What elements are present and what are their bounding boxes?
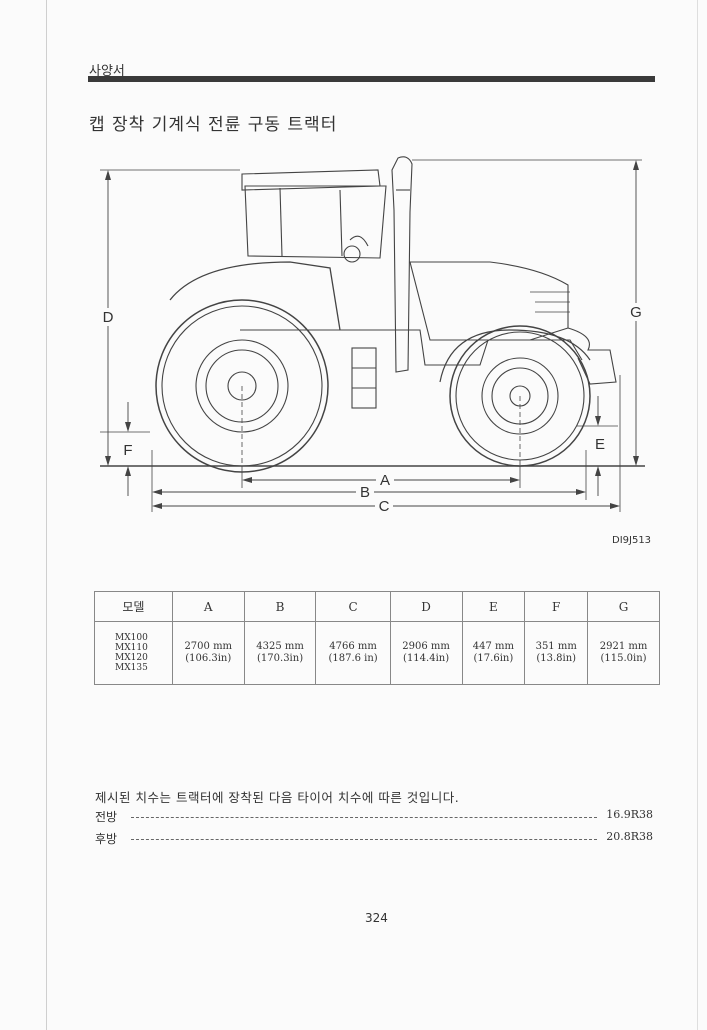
tire-label: 전방 [95,810,118,824]
leader-line [131,817,597,818]
exhaust-stack [391,156,413,373]
value-in: (115.0in) [600,653,647,664]
value-mm: 2906 mm [402,641,450,652]
dimension-cell-b: 4325 mm(170.3in) [243,621,317,685]
table-header: B [243,591,317,622]
table-row: MX100 MX110 MX120 MX135 2700 mm(106.3in)… [94,621,660,685]
page-edge-line [697,0,698,1030]
tire-value: 16.9R38 [606,808,653,821]
value-mm: 2700 mm [184,641,233,652]
dimension-cell-e: 447 mm(17.6in) [461,621,526,685]
value-mm: 4325 mm [256,641,304,652]
tractor-cab [244,185,387,259]
dim-label-d: D [103,309,114,326]
page-title: 캡 장착 기계식 전륜 구동 트랙터 [89,115,338,135]
binding-edge-line [46,0,47,1030]
model-name: MX135 [115,663,148,673]
cab-steps [351,347,377,409]
dimension-cell-g: 2921 mm(115.0in) [587,621,660,685]
model-name: MX110 [115,643,148,653]
tire-row-rear: 후방 20.8R38 [95,830,653,848]
tire-label: 후방 [95,832,118,846]
dimension-cell-a: 2700 mm(106.3in) [171,621,245,685]
tire-row-front: 전방 16.9R38 [95,808,653,826]
value-mm: 4766 mm [329,641,377,652]
dim-label-e: E [595,436,605,453]
dim-label-g: G [630,304,642,321]
model-name: MX120 [115,653,148,663]
dim-label-a: A [380,472,390,489]
value-in: (187.6 in) [328,653,378,664]
value-mm: 2921 mm [599,641,648,652]
rear-fender [169,261,341,331]
table-header-row: 모델 A B C D E F G [94,591,660,622]
table-header: E [461,591,526,622]
value-in: (114.4in) [403,653,450,664]
dim-label-b: B [360,484,370,501]
dim-label-f: F [123,442,132,459]
table-header: G [587,591,660,622]
front-fender [439,329,591,383]
model-list-cell: MX100 MX110 MX120 MX135 [94,621,173,685]
header-bar [88,76,655,82]
value-mm: 447 mm [472,641,515,652]
model-name: MX100 [115,633,148,643]
table-header: C [315,591,391,622]
table-header: A [171,591,245,622]
leader-line [131,839,597,840]
table-header: F [524,591,589,622]
value-in: (170.3in) [257,653,304,664]
dimension-cell-d: 2906 mm(114.4in) [389,621,463,685]
tire-note: 제시된 치수는 트랙터에 장착된 다음 타이어 치수에 따른 것입니다. [95,790,460,805]
value-mm: 351 mm [535,641,577,652]
tire-value: 20.8R38 [606,830,653,843]
table-header: 모델 [94,591,173,622]
dimension-table: 모델 A B C D E F G MX100 MX110 MX120 MX135… [94,591,660,685]
tractor-hood [409,261,569,341]
page-number: 324 [365,911,388,925]
value-in: (17.6in) [473,653,514,664]
value-in: (13.8in) [536,653,577,664]
dimension-cell-f: 351 mm(13.8in) [524,621,589,685]
tractor-chassis [240,329,583,366]
figure-code: DI9J513 [612,535,652,546]
section-label: 사양서 [89,64,125,79]
table-header: D [389,591,463,622]
value-in: (106.3in) [185,653,232,664]
dimension-cell-c: 4766 mm(187.6 in) [315,621,391,685]
tractor-dimension-drawing: D G F E A B C [99,156,645,515]
dim-label-c: C [379,498,390,515]
